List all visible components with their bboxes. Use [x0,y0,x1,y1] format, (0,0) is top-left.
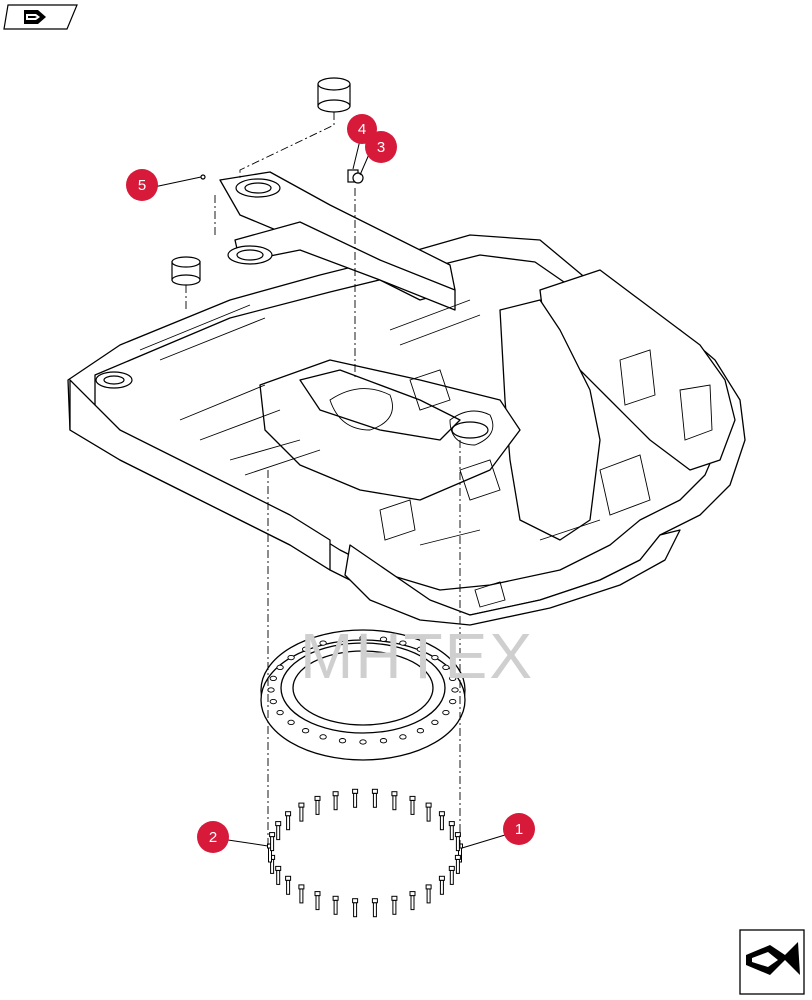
bolt [298,884,305,904]
bearing-hole [301,728,310,734]
bolt [391,791,398,811]
bearing-hole [301,646,310,652]
callout-3[interactable]: 3 [365,131,397,163]
bolt [425,802,432,822]
bolt [285,875,292,895]
bolt [314,891,321,911]
arrow-book-icon [24,10,46,24]
bolt [454,832,461,852]
bearing-hole [399,734,407,740]
bearing-hole [416,728,425,734]
bearing-hole [399,640,407,646]
bolt-ring [267,788,463,918]
bolt [438,875,445,895]
isolator-top [317,77,351,113]
callout-2[interactable]: 2 [197,821,229,853]
center-lines [185,112,461,850]
bearing-hole [451,687,459,693]
bearing-hole [319,640,327,646]
bearing-hole [276,709,284,716]
bearing-hole [449,698,457,705]
isolator-left [171,256,201,286]
bearing-hole [269,675,277,682]
bearing-hole [431,719,439,726]
mount-socket-upper [235,178,281,198]
callout-4-label: 4 [358,121,366,138]
small-pin [200,174,206,180]
bearing-hole [267,687,275,693]
bolt [425,884,432,904]
bearing-hole [431,654,439,661]
callout-5-label: 5 [138,177,146,194]
frame-details [139,299,713,608]
bearing-hole [379,636,388,642]
bolt [285,811,292,831]
bolt [448,865,455,885]
upper-frame [67,171,746,626]
bolt [269,832,276,852]
bearing-hole [319,734,327,740]
callout-5[interactable]: 5 [126,169,158,201]
bolt [438,811,445,831]
callout-1[interactable]: 1 [503,813,535,845]
bearing-hole [442,709,450,716]
bolt [352,898,359,918]
bolt [409,891,416,911]
bearing-hole [338,636,347,642]
bolt [332,791,339,811]
bearing-holes [267,635,459,745]
bearing-hole [287,654,295,661]
bolt [332,895,339,915]
watermark-text: MHTEX [300,620,534,692]
swing-bearing [260,629,466,761]
mount-socket-center [451,421,489,439]
bearing-hole [416,646,425,652]
bolt [371,898,378,918]
bolt [298,802,305,822]
bolt [454,854,461,874]
bearing-hole [359,635,367,641]
grease-fitting [347,169,364,184]
bolt [371,788,378,808]
bearing-hole [338,738,347,744]
bolt [409,795,416,815]
leader-lines [153,135,506,849]
callout-2-label: 2 [209,829,217,846]
bearing-hole [287,719,295,726]
bolt [275,821,282,841]
bolt [448,821,455,841]
mount-socket-left [95,371,133,389]
next-page-button[interactable] [739,929,805,995]
bearing-hole [276,664,284,671]
top-nav-badge[interactable] [3,4,78,30]
bearing-hole [269,698,277,705]
bearing-hole [442,664,450,671]
bearing-hole [449,675,457,682]
bolt [314,795,321,815]
callout-1-label: 1 [515,821,523,838]
bearing-hole [359,739,367,745]
bolt [352,788,359,808]
next-page-arrow-icon [746,942,800,975]
bolt [275,865,282,885]
bolt [391,895,398,915]
callout-3-label: 3 [377,139,385,156]
bearing-hole [379,738,388,744]
mount-socket-lower [227,245,273,265]
